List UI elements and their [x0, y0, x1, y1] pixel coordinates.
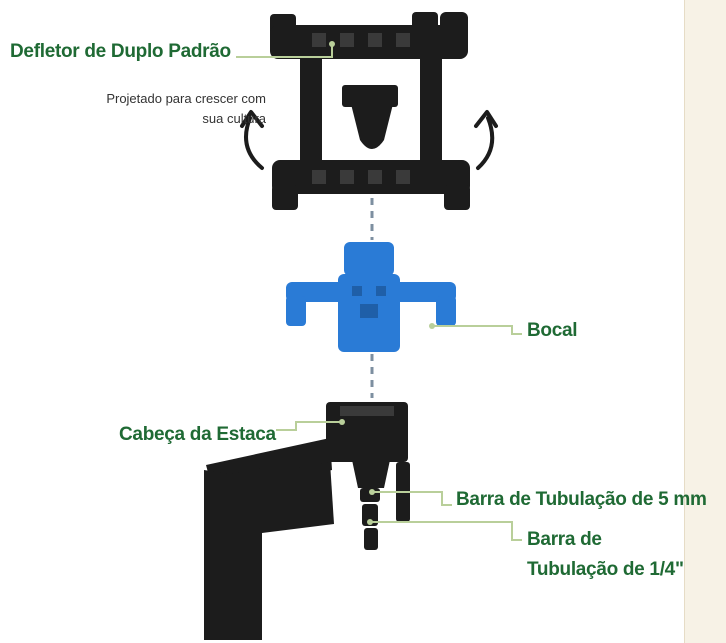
right-margin-panel	[684, 0, 726, 643]
deflector-label: Defletor de Duplo Padrão	[10, 41, 231, 62]
nozzle	[286, 242, 456, 352]
rotate-left-arrow-icon	[240, 110, 264, 170]
sprinkler-assembly-diagram	[204, 12, 522, 640]
leader-lines	[236, 41, 522, 541]
tube-5mm-label: Barra de Tubulação de 5 mm	[456, 489, 707, 510]
nozzle-label: Bocal	[527, 320, 578, 341]
stake-head-label: Cabeça da Estaca	[119, 424, 276, 445]
rotate-right-arrow-icon	[474, 110, 498, 170]
stake-head	[204, 402, 410, 640]
tube-quarter-inch-label: Barra de Tubulação de 1/4"	[527, 529, 684, 580]
dual-pattern-deflector	[270, 12, 470, 210]
deflector-caption: Projetado para crescer com sua cultura	[106, 91, 266, 126]
